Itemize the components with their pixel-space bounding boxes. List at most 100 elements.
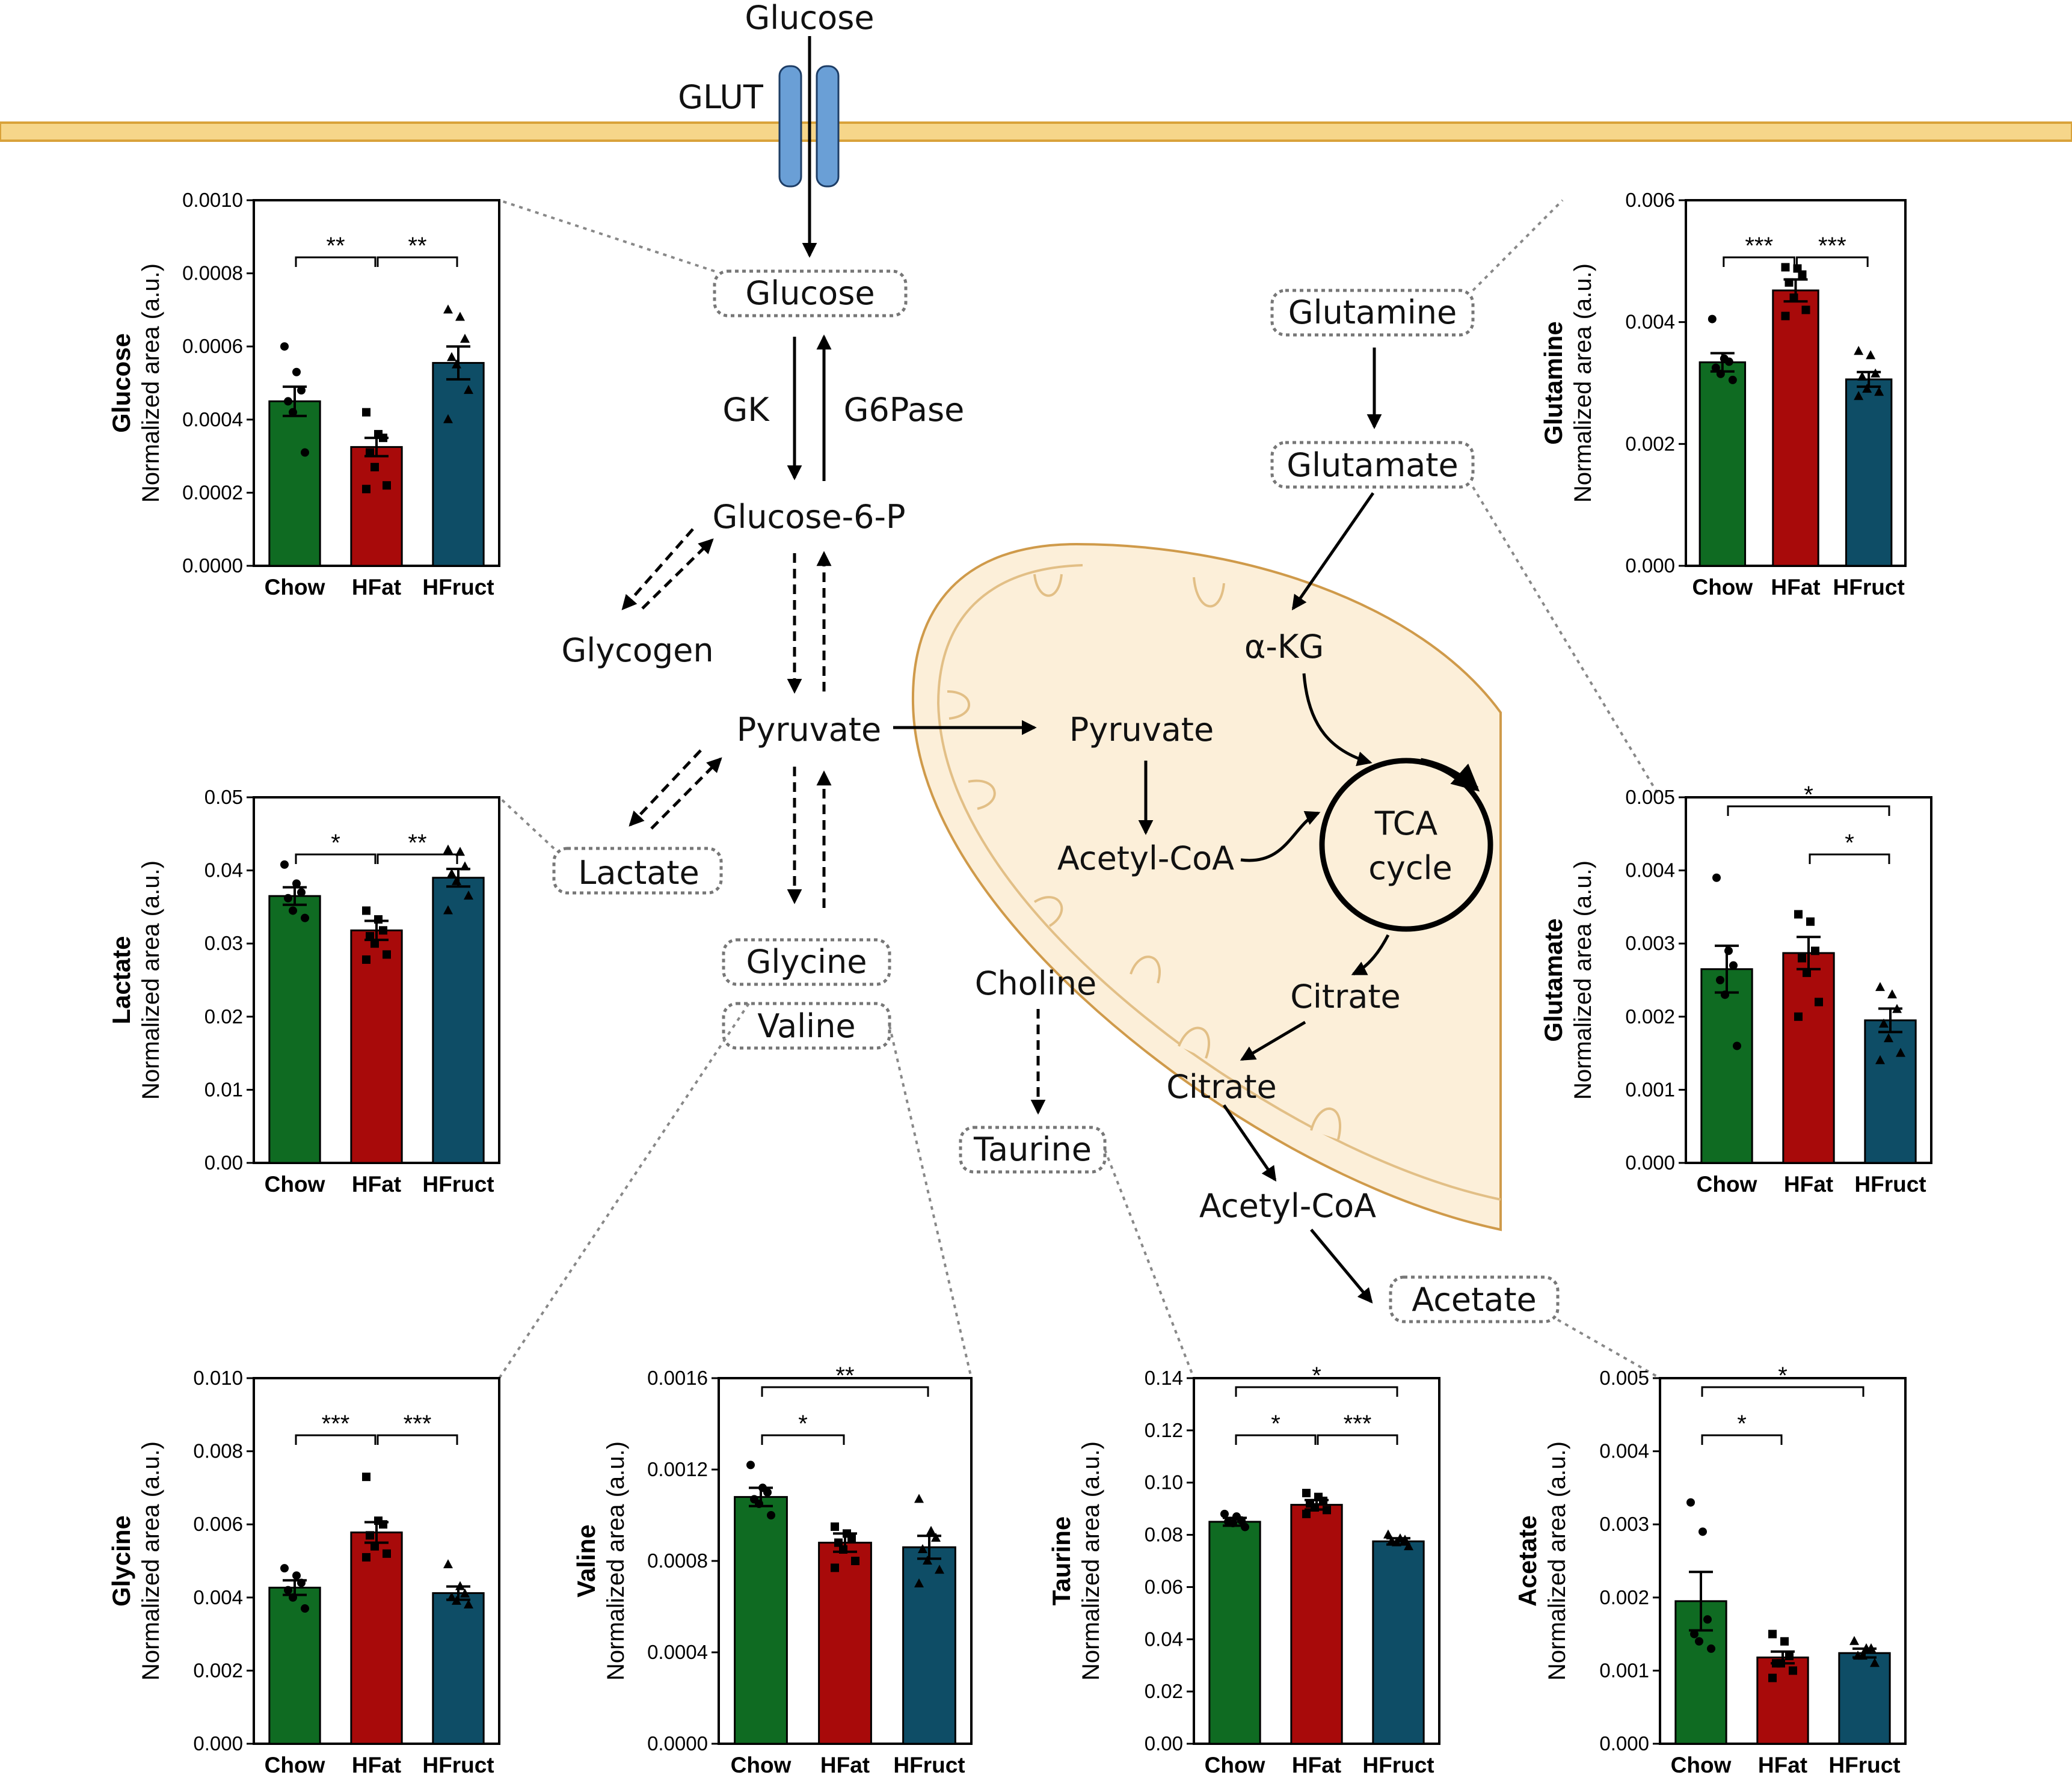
lactate-point (297, 888, 306, 897)
lactate-significance-bracket (377, 853, 458, 864)
valine-point (847, 1534, 856, 1542)
glycine-point (297, 1578, 306, 1587)
glut-label: GLUT (678, 78, 764, 116)
glycine-ytick-label: 0.008 (193, 1440, 243, 1462)
glucose-label: Glucose (745, 274, 875, 312)
glucose-point (443, 414, 453, 423)
lactate-label: Lactate (578, 854, 699, 892)
glutamine-point (1874, 387, 1884, 396)
lactate-point (301, 913, 309, 922)
glutamine-significance-bracket (1723, 256, 1795, 267)
lactate-point (452, 875, 461, 885)
lactate-point (284, 894, 292, 903)
glucose-ytick-label: 0.0006 (182, 335, 243, 357)
valine-ytick-label: 0.0012 (647, 1458, 708, 1480)
glycine-point (383, 1549, 391, 1558)
glycine-point (301, 1604, 309, 1613)
glutamate-point (1815, 998, 1823, 1007)
glucose-ytick-label: 0.0002 (182, 481, 243, 503)
glycine-point (370, 1542, 379, 1551)
valine-point (755, 1500, 763, 1508)
glutamate-point (1721, 990, 1729, 999)
acetate-ytick-label: 0.001 (1599, 1659, 1649, 1681)
valine-point (839, 1545, 847, 1554)
lactate-significance-label: * (331, 830, 340, 856)
lactate-point (443, 844, 453, 854)
glucose-category-label: Chow (265, 575, 325, 599)
callout-connectors (498, 199, 1661, 1379)
acetate-point (1707, 1644, 1715, 1653)
valine-chart: 0.00000.00040.00080.00120.0016Normalized… (572, 1363, 973, 1775)
glucose-point (366, 448, 374, 457)
acetate-significance-label: * (1778, 1363, 1788, 1389)
acetate-bar-hfruct (1838, 1652, 1891, 1745)
valine-point (767, 1511, 775, 1519)
glycine-point (362, 1473, 370, 1482)
glycine-point (366, 1531, 374, 1540)
glutamine-category-label: HFat (1771, 575, 1820, 599)
glutamate-point (1896, 1047, 1905, 1057)
lactate-ytick-label: 0.05 (204, 786, 243, 808)
glycine-significance-bracket (377, 1434, 458, 1445)
glutamine-point (1781, 263, 1790, 272)
lactate-point (374, 915, 383, 924)
valine-significance-label: ** (835, 1363, 854, 1389)
acetate-chart: 0.0000.0010.0020.0030.0040.005Normalized… (1513, 1363, 1907, 1775)
glucose-significance-bracket (377, 256, 458, 267)
glucose-significance-bracket (295, 256, 377, 267)
valine-point (914, 1494, 924, 1503)
mito-pyruvate-label: Pyruvate (1069, 711, 1214, 749)
glucose-point (284, 397, 292, 406)
glutamine-ytick-label: 0.000 (1625, 554, 1675, 577)
glutamate-point (1811, 946, 1819, 955)
valine-point (914, 1578, 924, 1587)
glucose-category-label: HFat (352, 575, 401, 599)
glucose-significance-label: ** (326, 233, 345, 259)
lactate-point (455, 847, 465, 856)
glycine-point (452, 1595, 461, 1605)
glutamine-point (1716, 369, 1725, 378)
glucose-6-p-label: Glucose-6-P (712, 498, 905, 536)
glucose-point (379, 434, 387, 443)
glutamine-point (1857, 371, 1868, 381)
glutamine-significance-label: *** (1818, 233, 1846, 259)
acetate-point (1789, 1666, 1797, 1675)
lactate-point (289, 906, 297, 915)
lactate-point (464, 891, 473, 900)
taurine-significance-label: *** (1344, 1411, 1372, 1437)
glutamate-point (1712, 873, 1721, 882)
lactate-title: Lactate (107, 936, 135, 1024)
valine-ytick-label: 0.0016 (647, 1367, 708, 1389)
glutamine-point (1871, 368, 1881, 378)
taurine-point (1311, 1503, 1319, 1512)
glutamate-point (1875, 982, 1885, 992)
glycine-category-label: Chow (265, 1753, 325, 1775)
glycine-point (362, 1553, 370, 1562)
lactate-ytick-label: 0.01 (204, 1078, 243, 1100)
taurine-ytick-label: 0.12 (1145, 1419, 1183, 1441)
glucose-bar-hfruct (432, 362, 485, 567)
glycine-ytick-label: 0.006 (193, 1513, 243, 1535)
acetate-category-label: HFat (1758, 1753, 1807, 1775)
glucose-ytick-label: 0.0008 (182, 262, 243, 284)
valine-ytick-label: 0.0000 (647, 1732, 708, 1755)
taurine-point (1302, 1509, 1311, 1518)
glutamate-title: Glutamate (1539, 918, 1567, 1041)
glutamate-bar-hfat (1782, 952, 1835, 1164)
glycine-ylabel: Normalized area (a.u.) (138, 1441, 164, 1681)
glutamine-point (1862, 384, 1872, 393)
glutamine-point (1708, 314, 1717, 323)
lactate-ytick-label: 0.03 (204, 932, 243, 954)
glycine-point (292, 1571, 301, 1580)
glutamine-label: Glutamine (1288, 293, 1457, 331)
valine-bar-hfruct (902, 1546, 956, 1745)
mitochondrion (911, 542, 1502, 1231)
valine-significance-bracket (761, 1434, 845, 1445)
glutamine-point (1789, 293, 1798, 302)
lactate-ytick-label: 0.02 (204, 1005, 243, 1028)
valine-point (834, 1538, 843, 1547)
glucose-point (447, 352, 457, 361)
acetate-significance-bracket (1701, 1386, 1864, 1397)
